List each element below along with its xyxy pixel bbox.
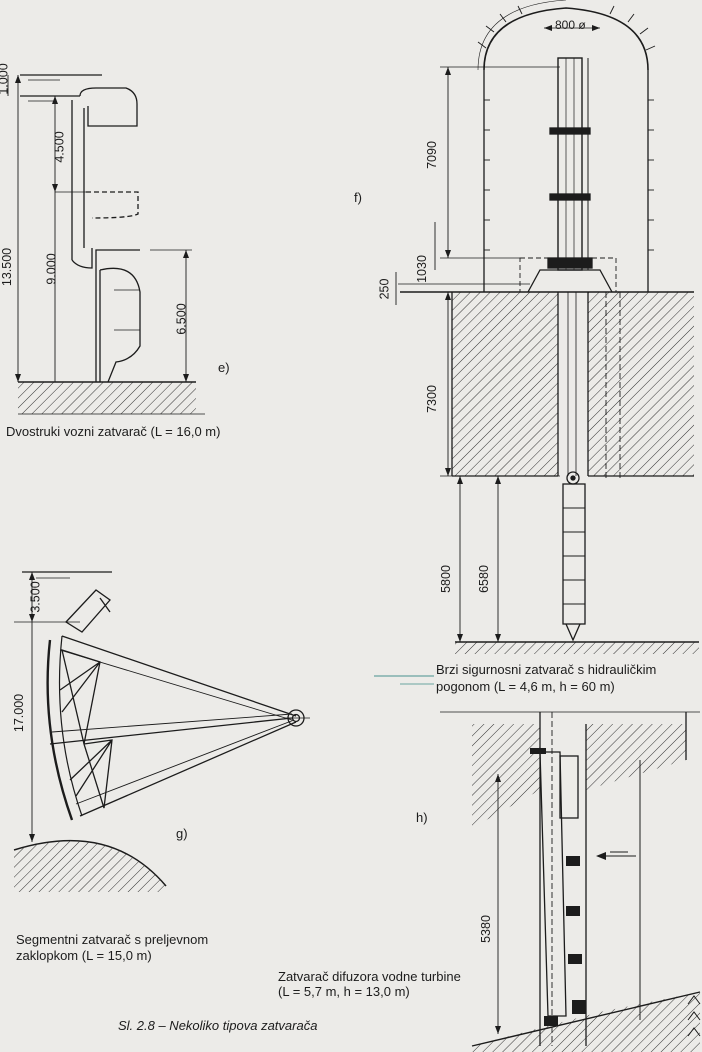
panel-f-caption-line2: pogonom (L = 4,6 m, h = 60 m) — [436, 679, 615, 694]
panel-f-drawing — [374, 0, 699, 685]
panel-g-drawing — [13, 571, 310, 892]
dim-13500: 13.500 — [0, 247, 15, 287]
panel-h-caption-line1: Zatvarač difuzora vodne turbine — [278, 969, 461, 984]
panel-g-caption-line1: Segmentni zatvarač s preljevnom — [16, 932, 209, 947]
dim-800-diameter: 800 ø — [555, 18, 586, 32]
panel-e-caption: Dvostruki vozni zatvarač (L = 16,0 m) — [6, 424, 221, 439]
dim-3500: 3.500 — [28, 581, 43, 613]
figure-caption: Sl. 2.8 – Nekoliko tipova zatvarača — [118, 1018, 318, 1033]
dim-9000: 9.000 — [44, 253, 59, 285]
panel-h-caption-line2: (L = 5,7 m, h = 13,0 m) — [278, 984, 410, 999]
dim-4500: 4.500 — [52, 131, 67, 163]
dim-7300: 7300 — [424, 385, 439, 413]
panel-e-label: e) — [218, 360, 230, 375]
panel-h-label: h) — [416, 810, 428, 825]
dim-5380: 5380 — [478, 915, 493, 943]
dim-1000: 1.000 — [0, 63, 11, 95]
dim-1030: 1030 — [414, 255, 429, 283]
panel-h-drawing — [440, 711, 701, 1052]
dim-250: 250 — [377, 278, 392, 300]
dim-7090: 7090 — [424, 141, 439, 169]
dim-6500: 6.500 — [174, 303, 189, 335]
dim-6580: 6580 — [476, 565, 491, 593]
panel-e-drawing — [7, 74, 205, 415]
dim-17000: 17.000 — [12, 693, 27, 733]
panel-g-label: g) — [176, 826, 188, 841]
panel-g-caption-line2: zaklopkom (L = 15,0 m) — [16, 948, 152, 963]
dim-5800: 5800 — [438, 565, 453, 593]
panel-f-caption-line1: Brzi sigurnosni zatvarač s hidrauličkim — [436, 662, 657, 677]
panel-f-label: f) — [354, 190, 362, 205]
